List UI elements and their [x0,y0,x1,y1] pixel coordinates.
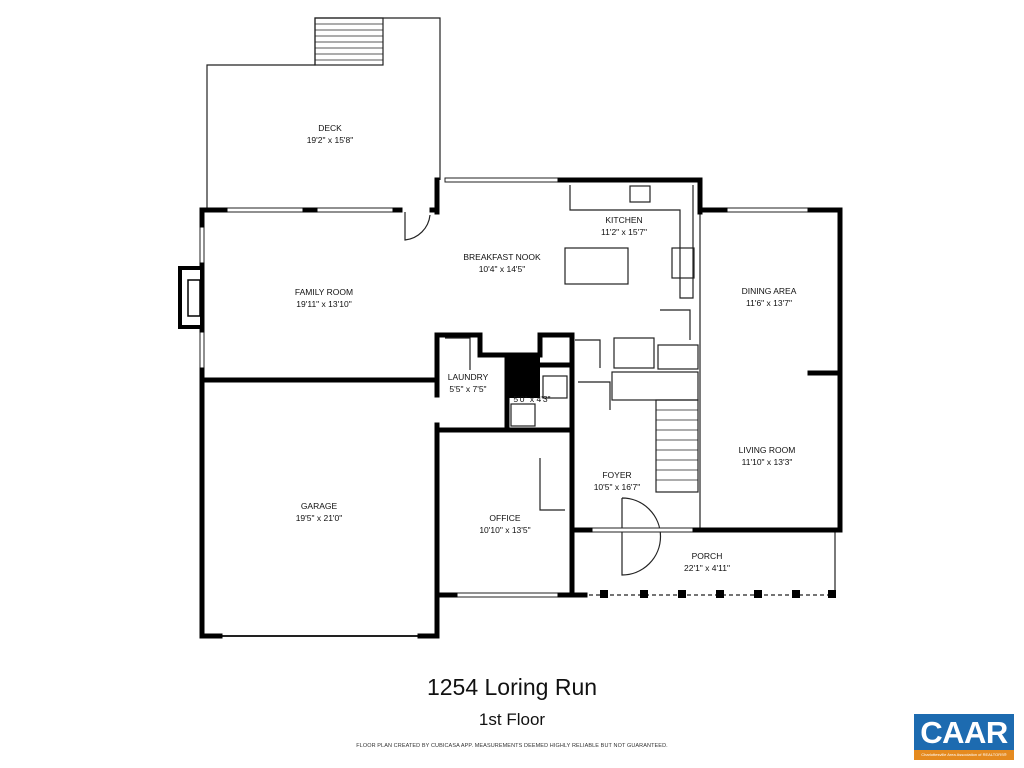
room-size: 5'0" x 4'3" [513,394,550,404]
room-size: 11'6" x 13'7" [746,298,792,308]
room-name: LIVING ROOM [739,445,796,455]
room-name: FAMILY ROOM [295,287,353,297]
room-size: 10'4" x 14'5" [479,264,526,274]
caar-logo: CAAR Charlottesville Area Association of… [914,714,1014,760]
room-size: 5'5" x 7'5" [449,384,486,394]
room-name: DINING AREA [742,286,797,296]
room-size: 11'2" x 15'7" [601,227,647,237]
floor-label: 1st Floor [478,710,546,729]
room-name: OFFICE [489,513,520,523]
room-size: 19'11" x 13'10" [296,299,351,309]
chimney-chase [507,356,540,398]
room-size: 10'5" x 16'7" [594,482,641,492]
room-name: FOYER [602,470,631,480]
logo-tagline: Charlottesville Area Association of REAL… [914,750,1014,760]
walls [199,177,843,639]
room-name: DECK [318,123,342,133]
disclaimer: FLOOR PLAN CREATED BY CUBICASA APP. MEAS… [356,743,668,749]
room-size: 22'1" x 4'11" [684,563,730,573]
room-name: BREAKFAST NOOK [463,252,541,262]
room-name: GARAGE [301,501,338,511]
room-size: 19'2" x 15'8" [307,135,354,145]
logo-text: CAAR [914,714,1014,750]
room-name: KITCHEN [605,215,642,225]
floor-plan: DECK 19'2" x 15'8" KITCHEN 11'2" x 15'7"… [178,17,843,639]
room-size: 10'10" x 13'5" [479,525,530,535]
plan-title: 1254 Loring Run [426,674,598,700]
room-size: 19'5" x 21'0" [296,513,343,523]
thin-outlines [206,17,836,637]
room-name: PORCH [692,551,723,561]
room-labels: DECK 19'2" x 15'8" KITCHEN 11'2" x 15'7"… [295,123,797,573]
porch-posts [600,590,836,598]
room-size: 11'10" x 13'3" [742,457,793,467]
room-name: LAUNDRY [448,372,489,382]
